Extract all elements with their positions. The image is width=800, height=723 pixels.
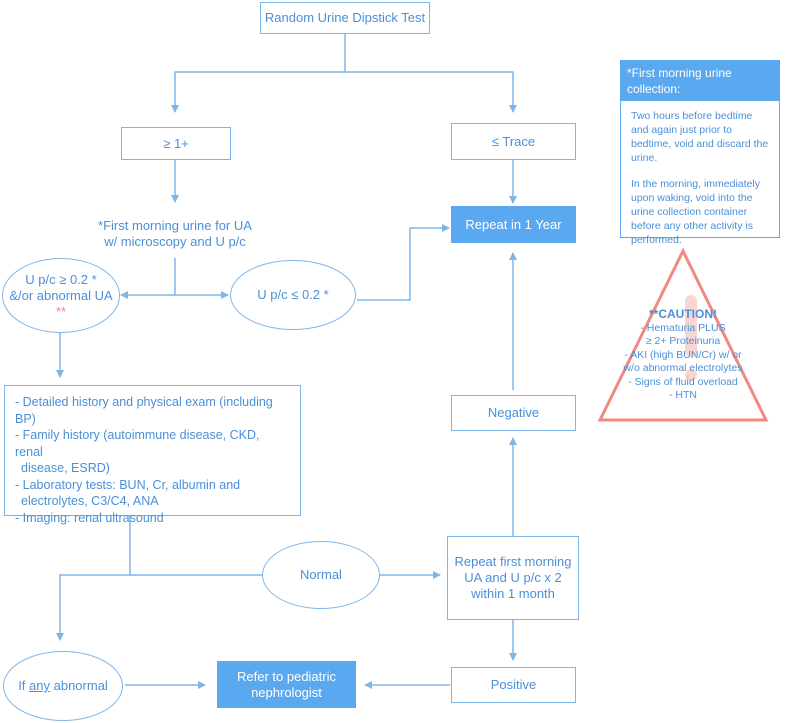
workup-box: - Detailed history and physical exam (in… — [4, 385, 301, 525]
if-abnormal-any: any — [29, 678, 50, 693]
workup-line-4: - Laboratory tests: BUN, Cr, albumin and — [15, 477, 241, 492]
caution-title: **CAUTION! — [649, 307, 717, 321]
trace-label: ≤ Trace — [491, 133, 536, 149]
upc-high-line2: &/or abnormal UA — [9, 287, 113, 303]
connector-upc-low-repeat — [357, 224, 450, 301]
connector-to-trace — [345, 71, 517, 113]
collection-note-body: Two hours before bedtime and again just … — [621, 101, 779, 267]
refer-box: Refer to pediatric nephrologist — [217, 661, 356, 708]
caution-line-6: - HTN — [669, 389, 697, 401]
collection-note: *First morning urine collection: Two hou… — [620, 60, 780, 246]
repeat-month-line3: within 1 month — [471, 586, 555, 601]
normal-oval: Normal — [262, 541, 380, 609]
if-abnormal-label: If any abnormal — [18, 678, 108, 694]
if-abnormal-post: abnormal — [50, 678, 108, 693]
collection-note-title: *First morning urine collection: — [621, 61, 779, 101]
collection-note-para1: Two hours before bedtime and again just … — [631, 110, 769, 164]
upc-low-label: U p/c ≤ 0.2 * — [257, 287, 329, 302]
repeat-year-label: Repeat in 1 Year — [465, 216, 562, 232]
upc-high-oval: U p/c ≥ 0.2 * &/or abnormal UA ** — [2, 258, 120, 333]
caution-exclamation — [685, 295, 697, 381]
caution-line-3: - AKI (high BUN/Cr) w/ or — [624, 348, 742, 361]
workup-line-3: disease, ESRD) — [21, 461, 110, 475]
connector-start-split — [171, 34, 346, 113]
caution-line-4: w/o abnormal electrolytes — [623, 362, 743, 374]
trace-box: ≤ Trace — [451, 123, 576, 160]
repeat-month-line2: UA and U p/c x 2 — [464, 570, 562, 585]
normal-label: Normal — [300, 567, 342, 582]
positive-box: Positive — [451, 667, 576, 703]
workup-line-1: - Detailed history and physical exam (in… — [15, 395, 273, 426]
workup-line-6: - Imaging: renal ultrasound — [15, 510, 164, 525]
negative-box: Negative — [451, 395, 576, 431]
start-label: Random Urine Dipstick Test — [264, 10, 426, 25]
collection-note-para2: In the morning, immediately upon waking,… — [631, 178, 760, 246]
if-abnormal-pre: If — [18, 678, 30, 693]
refer-line2: nephrologist — [251, 684, 322, 700]
first-morning-text: *First morning urine for UA w/ microscop… — [85, 218, 265, 250]
caution-line-2: ≥ 2+ Proteinuria — [645, 335, 721, 347]
caution-triangle — [597, 247, 769, 422]
caution-marker: ** — [55, 303, 67, 319]
refer-line1: Refer to pediatric — [237, 668, 336, 684]
repeat-month-line1: Repeat first morning — [454, 554, 572, 569]
workup-line-5: electrolytes, C3/C4, ANA — [21, 494, 159, 508]
workup-line-2: - Family history (autoimmune disease, CK… — [15, 428, 260, 459]
first-morning-line2: w/ microscopy and U p/c — [104, 234, 246, 249]
positive-label: Positive — [490, 677, 537, 692]
caution-line-5: - Signs of fluid overload — [628, 375, 738, 388]
ge1-box: ≥ 1+ — [121, 127, 231, 160]
negative-label: Negative — [487, 405, 540, 420]
caution-text: **CAUTION! - Hematuria PLUS ≥ 2+ Protein… — [616, 307, 750, 403]
repeat-year-box: Repeat in 1 Year — [451, 206, 576, 243]
caution-line-1: - Hematuria PLUS — [640, 321, 726, 334]
if-abnormal-oval: If any abnormal — [3, 651, 123, 721]
upc-low-oval: U p/c ≤ 0.2 * — [230, 260, 356, 330]
repeat-month-box: Repeat first morning UA and U p/c x 2 wi… — [447, 536, 579, 620]
start-box: Random Urine Dipstick Test — [260, 2, 430, 34]
upc-high-line1: U p/c ≥ 0.2 * — [25, 271, 97, 287]
first-morning-line1: *First morning urine for UA — [98, 218, 252, 233]
ge1-label: ≥ 1+ — [163, 135, 189, 151]
connector-workup-down — [56, 516, 131, 641]
